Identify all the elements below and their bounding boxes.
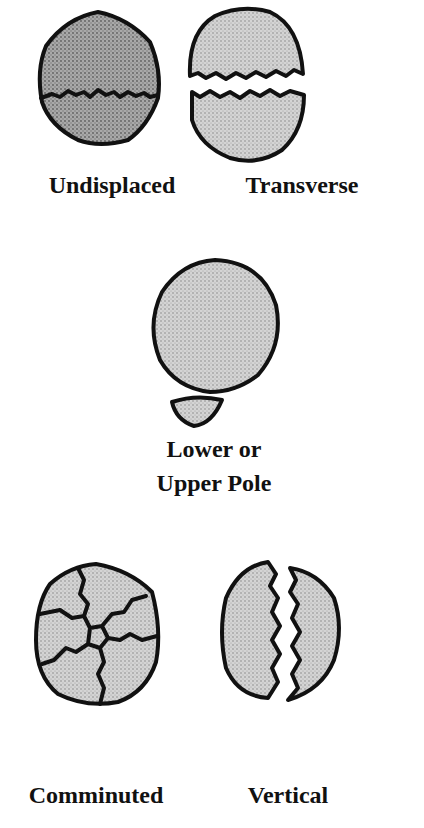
patella-main xyxy=(153,260,277,392)
fracture-type-label: Comminuted xyxy=(29,778,164,812)
fracture-line xyxy=(41,90,158,98)
fracture-type-label: Transverse xyxy=(246,168,359,202)
comminuted-patella xyxy=(36,564,158,704)
lower-fragment xyxy=(192,90,304,161)
medial-fragment xyxy=(222,562,280,698)
pole-fragment xyxy=(172,397,222,426)
fracture-type-label: Undisplaced xyxy=(49,168,176,202)
upper-fragment xyxy=(190,9,303,79)
fracture-type-label: Lower or Upper Pole xyxy=(139,432,289,500)
fracture-lines xyxy=(40,568,157,704)
undisplaced-patella xyxy=(40,12,159,144)
fracture-type-label: Vertical xyxy=(248,778,328,812)
lateral-fragment xyxy=(288,568,339,700)
